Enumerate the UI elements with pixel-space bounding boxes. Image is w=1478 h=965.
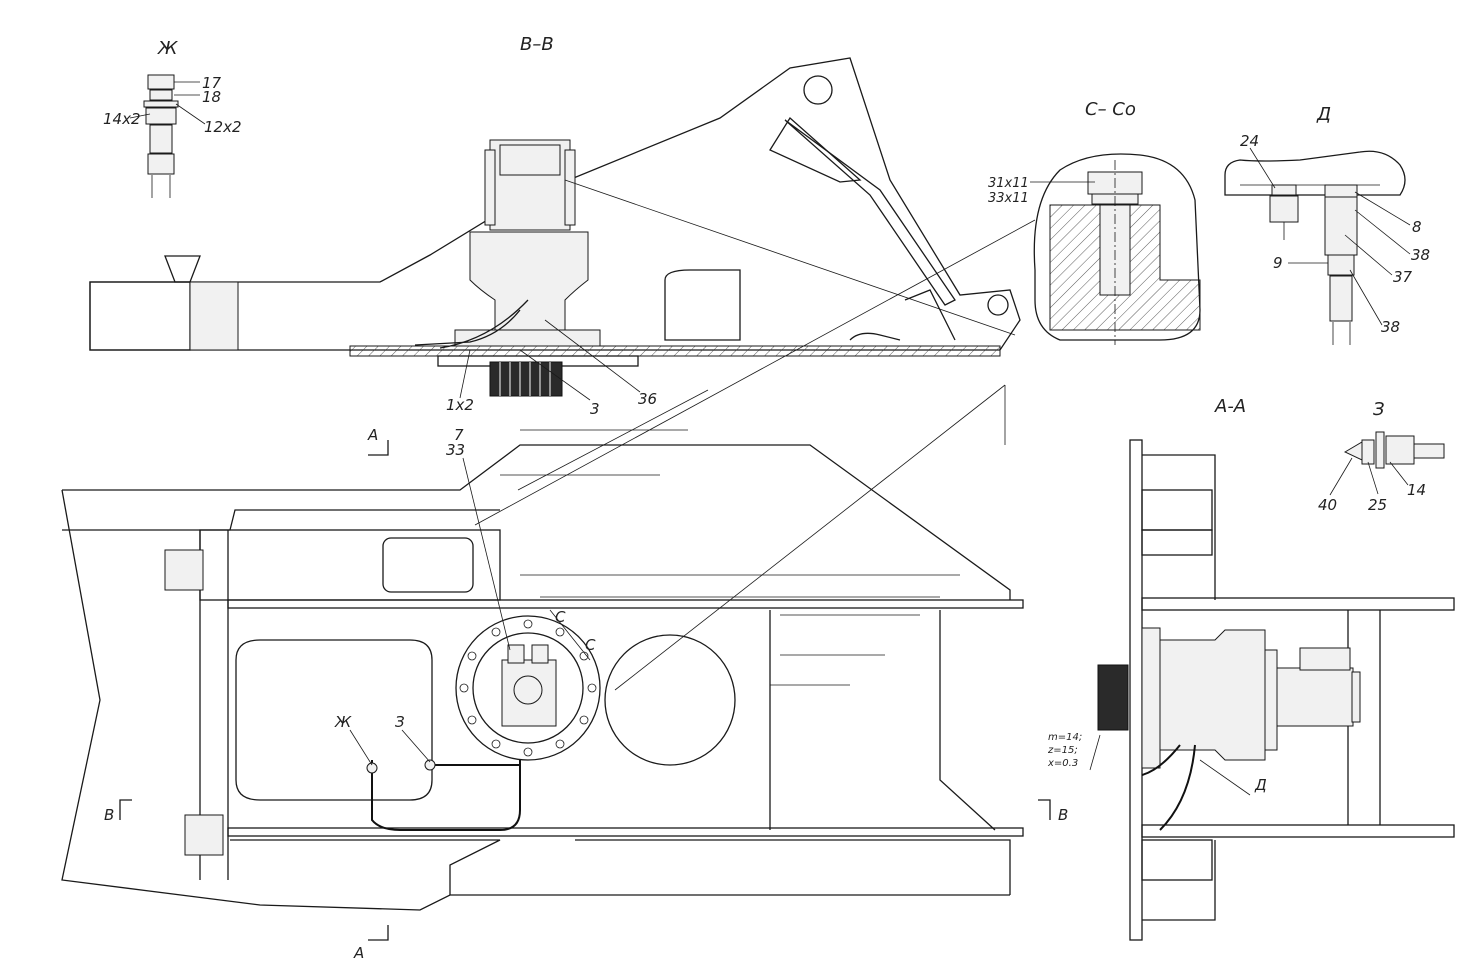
label-zh: Ж — [334, 713, 352, 731]
gear-spec-z: z=15; — [1047, 745, 1078, 756]
fitting-nut — [147, 74, 175, 90]
label-1x2: 1x2 — [446, 396, 474, 414]
section-cc-title: С– Сo — [1085, 99, 1136, 120]
beam-top — [227, 599, 1024, 609]
plan-view: 7 33 Ж З C C A A B B — [61, 219, 1068, 962]
label-c1: C — [555, 608, 566, 626]
label-33: 33 — [446, 441, 465, 459]
label-8: 8 — [1412, 218, 1422, 236]
cutout — [235, 639, 433, 801]
detail-zh: Ж 17 18 14x2 12x2 — [103, 38, 242, 198]
label-z: З — [395, 713, 405, 731]
pinion-section — [1097, 664, 1129, 731]
motor-section — [1276, 667, 1354, 727]
label-31x11: 31x11 — [988, 176, 1029, 191]
section-aa-title: A-A — [1214, 396, 1246, 417]
detail-z-title: З — [1373, 399, 1385, 420]
cut-marker-b-right: B — [1058, 806, 1068, 824]
slew-ring — [455, 615, 601, 761]
label-38a: 38 — [1411, 246, 1430, 264]
fitting-z — [1385, 435, 1415, 465]
detail-d-title: Д — [1316, 104, 1331, 125]
label-14-z: 14 — [1407, 481, 1426, 499]
label-33x11: 33x11 — [988, 191, 1029, 206]
base-plate — [349, 345, 1001, 357]
label-7: 7 — [454, 426, 464, 444]
frame-outline — [62, 444, 1011, 600]
fitting-small — [1269, 195, 1299, 223]
label-d-section: Д — [1254, 776, 1267, 794]
label-14x2: 14x2 — [103, 110, 141, 128]
gear-spec-m: m=14; — [1048, 732, 1082, 743]
section-cc: С– Сo 31x11 33x11 — [988, 99, 1201, 345]
side-plate — [1129, 439, 1143, 941]
reduction-gearbox — [469, 231, 589, 336]
detail-d: Д 24 8 38 37 9 38 — [1224, 104, 1430, 345]
fitting-large — [1324, 196, 1358, 256]
beam-bottom — [227, 827, 1024, 837]
beam-section-top — [1141, 597, 1455, 611]
label-3: 3 — [590, 400, 600, 418]
pinion-gear — [489, 361, 563, 397]
label-17: 17 — [202, 74, 222, 92]
fitting-washer — [149, 89, 173, 101]
label-25: 25 — [1368, 496, 1387, 514]
label-24: 24 — [1240, 132, 1259, 150]
boom-outline — [89, 57, 1021, 351]
cut-marker-a-bottom: A — [353, 944, 364, 962]
detail-z: З 40 25 14 — [1318, 399, 1445, 514]
gear-spec-x: x=0.3 — [1047, 758, 1078, 769]
detail-zh-title: Ж — [157, 38, 178, 59]
label-9: 9 — [1273, 254, 1283, 272]
label-37: 37 — [1393, 268, 1413, 286]
gearbox-section — [1159, 629, 1266, 761]
funnel — [164, 255, 201, 283]
hose — [414, 309, 521, 346]
pin-hole — [803, 75, 833, 105]
view-bb-title: B–B — [520, 34, 554, 55]
section-aa: A-A m=14; z=15; x=0.3 Д — [1047, 396, 1455, 941]
hydraulic-line — [371, 760, 521, 831]
label-18: 18 — [202, 88, 221, 106]
label-c2: C — [585, 636, 596, 654]
label-12x2: 12x2 — [204, 118, 242, 136]
cut-marker-b-left: B — [104, 806, 114, 824]
fitting-body — [145, 107, 177, 125]
label-40: 40 — [1318, 496, 1337, 514]
label-38b: 38 — [1381, 318, 1400, 336]
view-bb: B–B — [89, 34, 1021, 418]
cut-marker-a-top: A — [367, 426, 378, 444]
beam-section-bottom — [1141, 824, 1455, 838]
label-36: 36 — [638, 390, 657, 408]
